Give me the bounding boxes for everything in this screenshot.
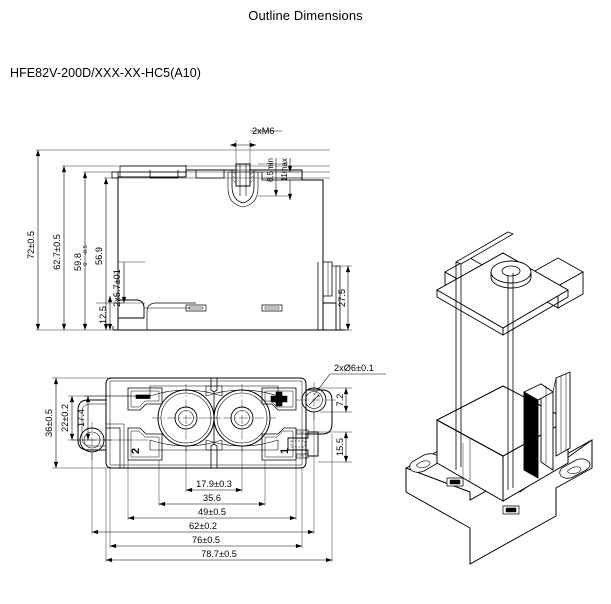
dim-overall-width-y: 36±0.5 <box>44 409 54 437</box>
bottom-view-dimension-text: 36±0.5 22±0.2 17.4 2xØ6±0.1 7.2 15.5 17.… <box>44 363 374 559</box>
dim-terminal-pitch: 17.9±0.3 <box>196 479 232 489</box>
terminal-markings: 2 1 <box>130 448 291 454</box>
side-elevation-geometry <box>111 163 345 331</box>
dim-height-tol-upper: 0 <box>83 262 89 265</box>
dim-bracket-slot-height: 2x5.7±01 <box>112 269 122 307</box>
dim-overall-height: 72±0.5 <box>26 231 36 259</box>
dim-terminal-offset-y: 17.4 <box>76 409 86 427</box>
dim-mounting-hole-spacing-y: 22±0.2 <box>60 404 70 432</box>
page-title: Outline Dimensions <box>248 8 363 23</box>
part-number-label: HFE82V-200D/XXX-XX-HC5(A10) <box>10 66 202 80</box>
dim-height-tol-lower: -0.5 <box>83 245 89 255</box>
dim-base-step-height: 12.5 <box>98 306 108 324</box>
dim-height-tolerance-value: 59.8 <box>73 253 83 271</box>
dim-terminal-thickness-max: 11max <box>280 158 289 181</box>
bottom-plan-geometry <box>77 377 333 469</box>
dim-body-length: 76±0.5 <box>192 535 220 545</box>
dim-mounting-hole-spacing-x: 62±0.2 <box>189 521 217 531</box>
dim-overall-length: 78.7±0.5 <box>201 549 237 559</box>
dim-depth-lower-body: 27.5 <box>337 289 347 307</box>
side-view-dimension-text: 72±0.5 62.7±0.5 59.8 0 -0.5 56.9 2x5.7±0… <box>26 126 347 324</box>
terminal-marking-1: 1 <box>279 448 291 454</box>
dim-height-body: 56.9 <box>94 247 104 265</box>
dim-inner-span: 35.6 <box>203 493 221 503</box>
isometric-3d-geometry <box>405 231 593 565</box>
bottom-view-dimension-lines <box>52 373 386 563</box>
terminal-marking-2: 2 <box>130 448 142 454</box>
dim-thread-callout: 2xM6 <box>252 126 274 136</box>
dim-connector-offset: 15.5 <box>335 438 345 456</box>
side-view-dimension-lines <box>35 130 352 331</box>
dim-thread-depth-min: 8.5min <box>266 158 275 182</box>
dim-height-to-terminal-top: 62.7±0.5 <box>52 234 62 270</box>
dim-tab-offset-top: 7.2 <box>335 394 345 407</box>
dim-hole-diameter-callout: 2xØ6±0.1 <box>334 363 374 373</box>
dim-mid-span: 49±0.5 <box>198 507 226 517</box>
